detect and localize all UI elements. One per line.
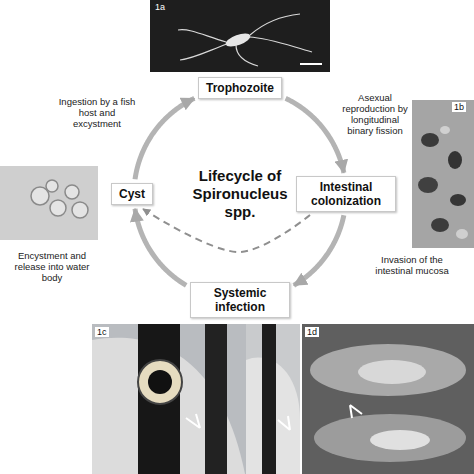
panel-letter: 1d: [305, 327, 319, 337]
lesion-arrow: [278, 416, 290, 430]
photo-ground: [302, 324, 474, 474]
stage-box: Cyst: [111, 183, 153, 205]
cyst: [50, 200, 66, 216]
pupil: [148, 370, 172, 394]
cycle-arrow: [294, 215, 344, 285]
organ: [358, 360, 426, 384]
colonization-photo: [412, 100, 474, 248]
trophozoite-photo: [150, 0, 330, 72]
process-label: Asexual reproduction by longitudinal bin…: [340, 92, 410, 136]
stage-name: Cyst: [119, 187, 145, 201]
cyst: [46, 180, 58, 192]
cycle-arrow: [135, 98, 194, 179]
diagram-title: Lifecycle of Spironucleus spp.: [180, 167, 300, 221]
dissection-photo: [302, 324, 474, 474]
parasite-section: [418, 177, 438, 193]
process-label: Encystment and release into water body: [6, 250, 98, 283]
black-band: [205, 324, 227, 474]
lesion-arrow: [186, 414, 200, 428]
stage-name: Trophozoite: [206, 81, 274, 95]
stage-box: Systemic infection: [190, 282, 290, 318]
parasite-section: [448, 151, 462, 169]
cycle-arrow: [286, 98, 344, 173]
stage-box: Intestinal colonization: [296, 176, 396, 212]
parasite-section: [421, 133, 439, 147]
photo-ground: [412, 100, 474, 248]
parasite-section: [450, 194, 466, 206]
stage-name: Systemic infection: [198, 286, 282, 314]
photo-ground: [150, 0, 330, 72]
panel-letter: 1a: [153, 2, 167, 12]
black-band: [262, 324, 276, 474]
panel-letter: 1b: [452, 102, 466, 112]
flagella: [178, 14, 312, 66]
panel-letter: 1c: [95, 327, 109, 337]
fish-body: [310, 344, 466, 396]
lesion-arrow: [350, 405, 362, 418]
cycle-arrow: [135, 209, 186, 286]
cyst: [65, 185, 79, 199]
process-label: Ingestion by a fish host and excystment: [56, 96, 138, 129]
process-label: Invasion of the intestinal mucosa: [362, 254, 462, 276]
cyst-photo: [0, 166, 98, 240]
cyst: [72, 202, 88, 218]
stage-box: Trophozoite: [198, 77, 282, 99]
photo-ground: [92, 324, 300, 474]
systemic-photo: [92, 324, 300, 474]
photo-ground: [0, 166, 98, 240]
cell-body: [224, 31, 252, 49]
stage-name: Intestinal colonization: [304, 180, 388, 208]
cyst: [31, 187, 49, 205]
parasite-section: [431, 218, 449, 232]
fish-eye: [138, 360, 182, 404]
organ: [370, 430, 430, 450]
vacuole: [456, 229, 468, 239]
photo-ground: [246, 324, 300, 474]
fish-body: [314, 414, 466, 462]
scale-bar: [300, 63, 322, 65]
vacuole: [440, 126, 450, 134]
